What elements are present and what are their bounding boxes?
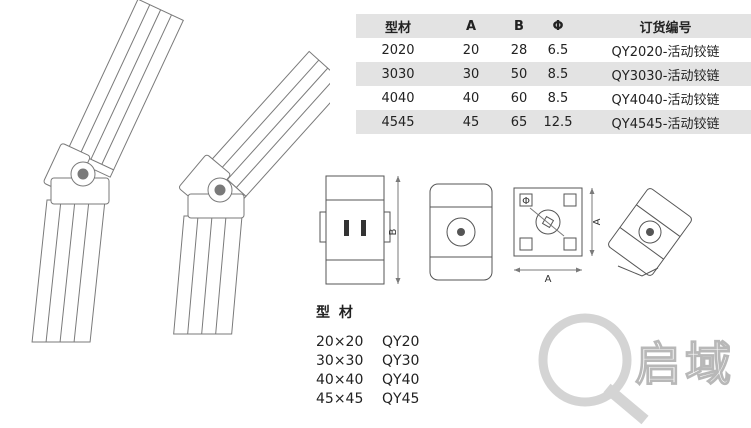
table-row: 4040 40 60 8.5 QY4040-活动铰链 [356, 86, 751, 110]
table-row: 4545 45 65 12.5 QY4545-活动铰链 [356, 110, 751, 134]
top-view-drawing: Φ A A [513, 187, 603, 284]
table-cell: QY4545-活动铰链 [611, 116, 720, 132]
dimension-b-label: B [388, 228, 399, 235]
model-list: 型 材 20×20 QY20 30×30 QY30 40×40 QY40 45×… [316, 302, 419, 408]
table-cell: QY3030-活动铰链 [611, 68, 720, 84]
table-cell: QY4040-活动铰链 [611, 92, 720, 108]
table-header-cell: B [514, 18, 524, 34]
isometric-hinge-drawing [608, 188, 692, 277]
front-view-drawing: B [319, 175, 401, 285]
table-cell: 4545 [381, 114, 415, 130]
brand-name: 启域 [635, 337, 735, 391]
model-code: QY40 [382, 371, 420, 388]
dimension-a-label-vertical: A [592, 218, 603, 225]
table-cell: 3030 [381, 66, 415, 82]
table-cell: 12.5 [543, 114, 573, 130]
table-header-cell: Φ [552, 18, 564, 34]
list-item: 40×40 QY40 [316, 370, 419, 389]
model-code: QY30 [382, 352, 420, 369]
dimension-a-label-horizontal: A [545, 274, 552, 284]
brand-q-icon [538, 313, 649, 425]
table-cell: 28 [510, 42, 528, 58]
table-header-row: 型材 A B Φ 订货编号 [356, 14, 751, 38]
table-cell: QY2020-活动铰链 [611, 44, 720, 60]
table-cell: 40 [462, 90, 480, 106]
model-size: 45×45 [316, 390, 364, 407]
spec-table: 型材 A B Φ 订货编号 2020 20 28 6.5 QY2020-活动铰链… [356, 14, 751, 134]
isometric-assembly-1 [31, 0, 184, 343]
table-cell: 30 [462, 66, 480, 82]
table-cell: 2020 [381, 42, 415, 58]
table-cell: 60 [510, 90, 528, 106]
table-cell: 6.5 [547, 42, 569, 58]
table-header-cell: 型材 [384, 20, 411, 36]
model-size: 40×40 [316, 371, 364, 388]
list-item: 20×20 QY20 [316, 332, 419, 351]
table-cell: 8.5 [547, 90, 569, 106]
table-cell: 20 [462, 42, 480, 58]
table-row: 3030 30 50 8.5 QY3030-活动铰链 [356, 62, 751, 86]
model-list-title: 型 材 [316, 305, 355, 321]
model-code: QY45 [382, 390, 420, 407]
side-view-drawing [429, 183, 493, 281]
table-row: 2020 20 28 6.5 QY2020-活动铰链 [356, 38, 751, 62]
table-cell: 8.5 [547, 66, 569, 82]
table-header-cell: A [465, 18, 477, 34]
model-size: 30×30 [316, 352, 364, 369]
table-header-cell: 订货编号 [639, 20, 692, 36]
model-size: 20×20 [316, 333, 364, 350]
table-cell: 45 [462, 114, 480, 130]
isometric-assembly-2 [173, 50, 330, 335]
list-item: 30×30 QY30 [316, 351, 419, 370]
table-cell: 4040 [381, 90, 415, 106]
model-code: QY20 [382, 333, 420, 350]
dimension-phi-label: Φ [522, 196, 530, 207]
brand-watermark: 启域 [538, 313, 735, 425]
list-item: 45×45 QY45 [316, 389, 419, 408]
table-cell: 50 [510, 66, 528, 82]
table-cell: 65 [510, 114, 528, 130]
isometric-assembly-drawings [31, 0, 330, 343]
